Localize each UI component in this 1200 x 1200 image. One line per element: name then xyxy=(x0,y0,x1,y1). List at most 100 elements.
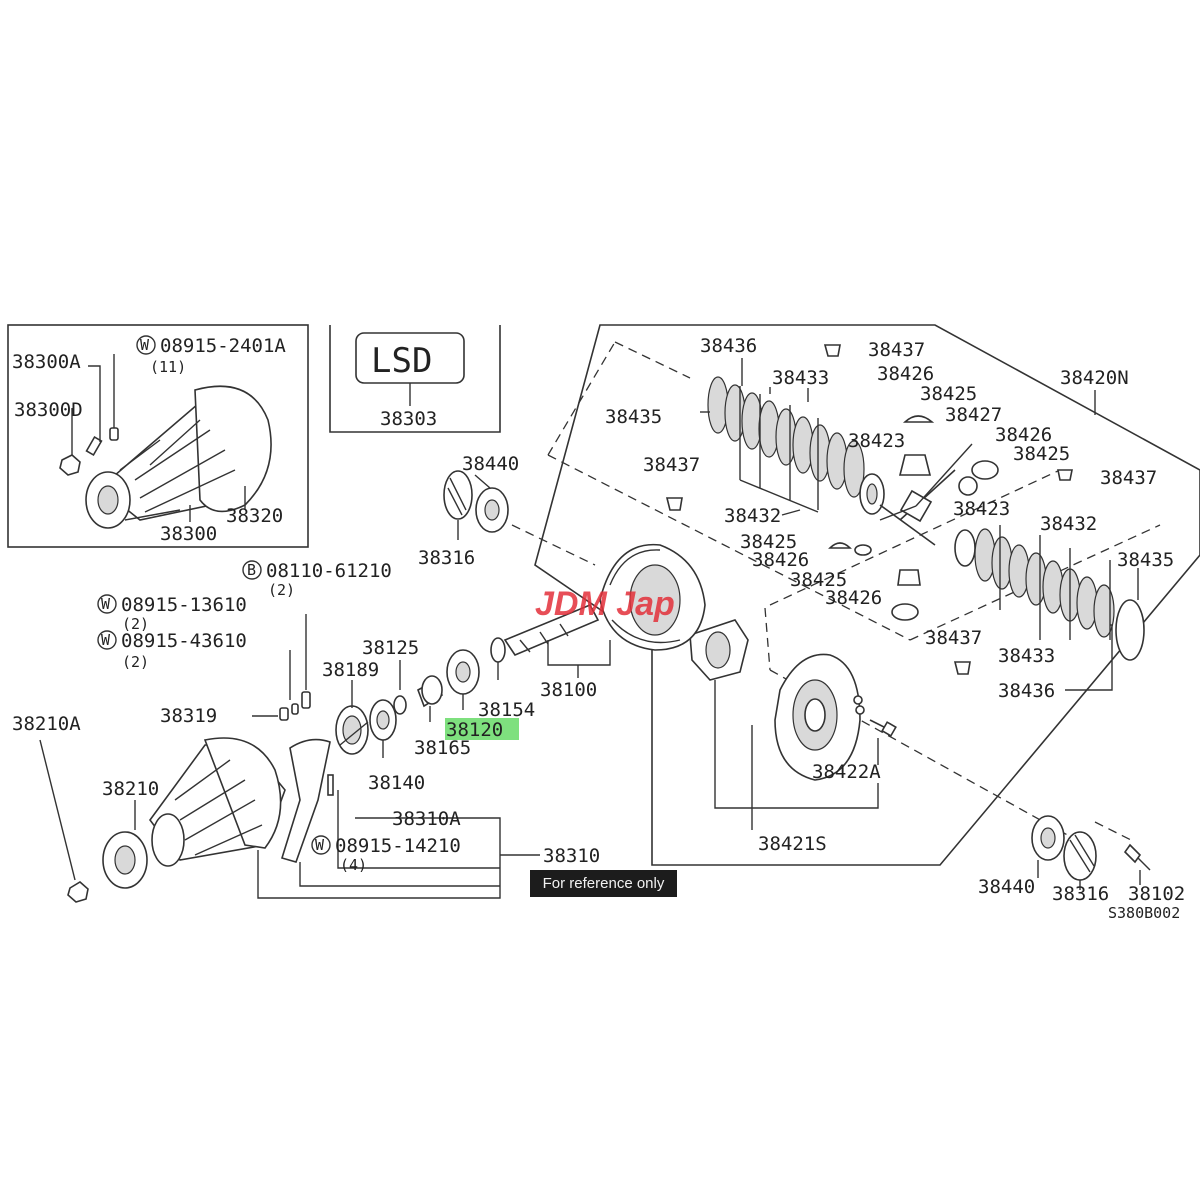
pinion-gear-upper xyxy=(898,454,932,476)
label-38320: 38320 xyxy=(226,505,283,527)
highlight-38120 xyxy=(445,718,519,740)
label-38437-right: 38437 xyxy=(1100,467,1157,489)
case-half-38422A xyxy=(689,619,749,681)
carrier-inset-box xyxy=(7,324,309,548)
label-08915-13610: 08915-13610 xyxy=(121,594,247,616)
bolt-38102 xyxy=(1123,843,1151,871)
qty-4: (4) xyxy=(340,856,367,874)
label-38210: 38210 xyxy=(102,778,159,800)
label-38303: 38303 xyxy=(380,408,437,430)
mounting-member xyxy=(280,738,331,863)
label-38102: 38102 xyxy=(1128,883,1185,905)
washer-symbol-w2 xyxy=(97,594,117,614)
label-38421S: 38421S xyxy=(758,833,827,855)
lsd-assembly-outline xyxy=(534,324,1200,866)
oil-seal-38125 xyxy=(393,695,407,715)
differential-case-38421S xyxy=(774,653,861,781)
label-08915-2401A: 08915-2401A xyxy=(160,335,286,357)
small-washers xyxy=(665,344,1073,675)
label-38310A: 38310A xyxy=(392,808,461,830)
qty-2b: (2) xyxy=(122,615,149,633)
label-38427: 38427 xyxy=(945,404,1002,426)
lsd-box xyxy=(329,325,501,433)
label-38426-top: 38426 xyxy=(877,363,934,385)
side-gear-lower xyxy=(954,529,976,567)
label-38100: 38100 xyxy=(540,679,597,701)
label-38425-mid: 38425 xyxy=(740,531,797,553)
qty-11: (11) xyxy=(150,358,186,376)
stud-38300A xyxy=(85,427,119,457)
washer-38154 xyxy=(490,637,506,663)
label-38423-right: 38423 xyxy=(953,498,1010,520)
label-38433-low: 38433 xyxy=(998,645,1055,667)
label-38425-top: 38425 xyxy=(920,383,977,405)
side-bearing-38440 xyxy=(1031,815,1065,861)
label-38310: 38310 xyxy=(543,845,600,867)
label-38425-low: 38425 xyxy=(790,569,847,591)
case-bolt xyxy=(853,695,897,737)
symbol-w2: W xyxy=(101,595,111,613)
bolt-symbol-b xyxy=(242,560,262,580)
label-38437-top: 38437 xyxy=(868,339,925,361)
label-38210A: 38210A xyxy=(12,713,81,735)
spacer-38165 xyxy=(417,675,443,708)
nut-38300D xyxy=(59,454,81,476)
lsd-text: LSD xyxy=(371,341,432,381)
symbol-w3: W xyxy=(101,631,111,649)
bolt-38319-group xyxy=(279,691,311,721)
label-38300A: 38300A xyxy=(12,351,81,373)
qty-2a: (2) xyxy=(268,581,295,599)
label-38437-low: 38437 xyxy=(925,627,982,649)
label-38440-lower: 38440 xyxy=(978,876,1035,898)
label-38426-low: 38426 xyxy=(825,587,882,609)
label-38120: 38120 xyxy=(446,719,503,741)
label-38423-top: 38423 xyxy=(848,430,905,452)
label-08110-61210: 08110-61210 xyxy=(266,560,392,582)
diagram-code: S380B002 xyxy=(1108,904,1180,922)
symbol-b: B xyxy=(247,561,256,579)
bearing-race-38316 xyxy=(443,470,473,520)
washer-symbol-w3 xyxy=(97,630,117,650)
reference-only-badge: For reference only xyxy=(530,870,677,897)
long-bolt xyxy=(327,721,369,796)
label-38425-right: 38425 xyxy=(1013,443,1070,465)
bearing-38120 xyxy=(446,649,480,695)
label-38189: 38189 xyxy=(322,659,379,681)
companion-flange-38189 xyxy=(335,705,369,755)
label-08915-14210: 08915-14210 xyxy=(335,835,461,857)
carrier-housing-38210 xyxy=(102,737,286,889)
label-38435-left: 38435 xyxy=(605,406,662,428)
label-38300D: 38300D xyxy=(14,399,83,421)
label-38420N: 38420N xyxy=(1060,367,1129,389)
label-38436-top: 38436 xyxy=(700,335,757,357)
label-38319: 38319 xyxy=(160,705,217,727)
ring-gear-38100 xyxy=(599,543,706,651)
label-38422A: 38422A xyxy=(812,761,881,783)
label-38440-upper: 38440 xyxy=(462,453,519,475)
label-38432-right: 38432 xyxy=(1040,513,1097,535)
label-38426-mid: 38426 xyxy=(752,549,809,571)
watermark-logo: JDM Jap xyxy=(535,585,675,623)
label-38300: 38300 xyxy=(160,523,217,545)
label-38436-low: 38436 xyxy=(998,680,1055,702)
label-38125: 38125 xyxy=(362,637,419,659)
label-38435-right: 38435 xyxy=(1117,549,1174,571)
symbol-w4: W xyxy=(315,836,325,854)
label-38433-top: 38433 xyxy=(772,367,829,389)
nut-38210A xyxy=(67,881,89,903)
qty-2c: (2) xyxy=(122,653,149,671)
washer-symbol-w4 xyxy=(311,835,331,855)
label-38432-top: 38432 xyxy=(724,505,781,527)
label-38426-right: 38426 xyxy=(995,424,1052,446)
drive-pinion xyxy=(503,603,600,656)
side-gear-upper xyxy=(859,473,885,515)
label-38140: 38140 xyxy=(368,772,425,794)
symbol-w1: W xyxy=(140,336,150,354)
thrust-washer-upper xyxy=(902,415,935,423)
label-38165: 38165 xyxy=(414,737,471,759)
clutch-plate-stack-upper xyxy=(707,376,865,498)
label-38316-upper: 38316 xyxy=(418,547,475,569)
bearing-38440 xyxy=(475,487,509,533)
label-38437-left: 38437 xyxy=(643,454,700,476)
